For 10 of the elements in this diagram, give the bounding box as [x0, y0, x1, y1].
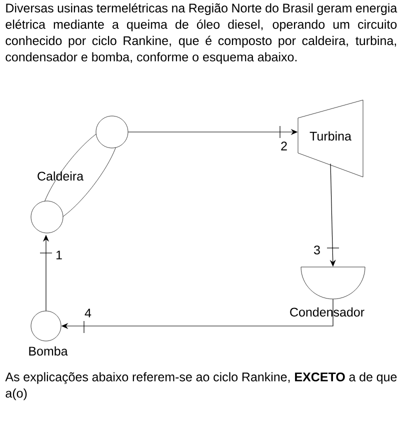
boiler-drawing: Caldeira — [30, 116, 128, 234]
edge-label: 3 — [314, 246, 320, 254]
edge-label: 2 — [281, 142, 287, 150]
pump-circle — [30, 310, 62, 342]
component-label: Bomba — [29, 346, 68, 356]
edge-label: 1 — [56, 250, 62, 260]
edge-label: 4 — [84, 308, 92, 318]
turbine-trapezoid: Turbina — [298, 100, 364, 178]
paragraph: Diversas usinas termelétricas na Região Norte do Brasil geram energia elétrica mediante a queima de óleo diesel, operando um circuito conhecido por ciclo Rankine, que é composto por caldeira, turbina, condensador e bomba, conforme o esquema abaixo. — [6, 3, 398, 64]
paragraph: As explicações abaixo referem-se ao ciclo Rankine, EXCETO a de que a(o) — [5, 372, 397, 400]
